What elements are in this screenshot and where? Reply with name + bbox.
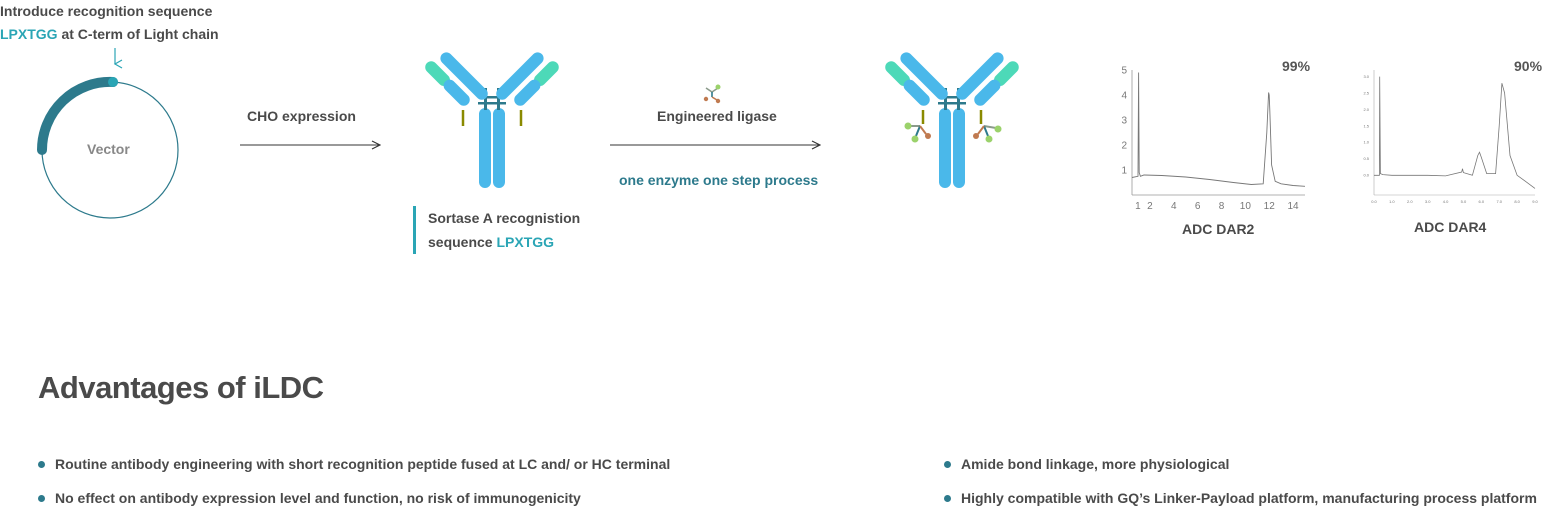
- x-tick-label: 0.0: [1371, 199, 1377, 204]
- x-tick-label: 1: [1135, 201, 1141, 212]
- x-tick-label: 9.0: [1532, 199, 1538, 204]
- payload-left-icon: [904, 122, 931, 143]
- y-tick-label: 3.0: [1363, 74, 1369, 79]
- y-tick-label: 2: [1121, 140, 1127, 151]
- chart-dar4: 0.0 1.0 2.0 3.0 4.0 5.0 6.0 7.0 8.0 9.0 0.0 0.5 1.0 1…: [1363, 70, 1539, 204]
- sortase-highlight: LPXTGG: [496, 234, 555, 250]
- bullet-dot-icon: [944, 460, 951, 468]
- chart-dar4-title: ADC DAR4: [1414, 219, 1487, 235]
- payload-right-icon: [973, 125, 1002, 143]
- ligase-icon: [703, 84, 721, 104]
- x-tick-label: 8: [1219, 201, 1225, 212]
- x-tick-label: 2.0: [1407, 199, 1413, 204]
- intro-highlight: LPXTGG: [0, 26, 58, 42]
- antibody-icon-1: [422, 49, 562, 188]
- x-tick-label: 8.0: [1514, 199, 1520, 204]
- advantage-item-2: No effect on antibody expression level a…: [38, 490, 581, 506]
- bullet-dot-icon: [38, 460, 45, 468]
- chart-dar2-title: ADC DAR2: [1182, 221, 1255, 237]
- chart-dar4-series-line: [1374, 76, 1536, 189]
- advantage-text-2: No effect on antibody expression level a…: [55, 490, 581, 506]
- one-step-process-label: one enzyme one step process: [619, 172, 819, 188]
- y-tick-label: 0.5: [1363, 156, 1369, 161]
- vector-insert-dot: [108, 77, 118, 87]
- x-tick-label: 7.0: [1496, 199, 1502, 204]
- y-tick-label: 1: [1121, 165, 1127, 176]
- x-tick-label: 12: [1264, 201, 1276, 212]
- x-tick-label: 2: [1147, 201, 1153, 212]
- y-tick-label: 2.5: [1363, 90, 1369, 95]
- x-tick-label: 3.0: [1425, 199, 1431, 204]
- y-tick-label: 5: [1121, 65, 1127, 76]
- x-tick-label: 5.0: [1461, 199, 1467, 204]
- sortase-text: Sortase A recognistion sequence LPXTGG: [413, 206, 580, 254]
- cho-expression-label: CHO expression: [247, 108, 356, 124]
- y-tick-label: 2.0: [1363, 107, 1369, 112]
- bullet-dot-icon: [944, 494, 951, 502]
- x-tick-label: 1.0: [1389, 199, 1395, 204]
- intro-line2: LPXTGG at C-term of Light chain: [0, 23, 219, 46]
- y-tick-label: 4: [1121, 90, 1127, 101]
- x-tick-label: 10: [1240, 201, 1252, 212]
- vector-insert-arc: [36, 76, 118, 155]
- advantage-item-4: Highly compatible with GQ’s Linker-Paylo…: [944, 490, 1537, 506]
- y-tick-label: 0.0: [1363, 173, 1369, 178]
- intro-text: Introduce recognition sequence LPXTGG at…: [0, 0, 219, 46]
- y-tick-label: 1.0: [1363, 140, 1369, 145]
- x-tick-label: 6: [1195, 201, 1201, 212]
- advantage-text-4: Highly compatible with GQ’s Linker-Paylo…: [961, 490, 1537, 506]
- x-tick-label: 14: [1288, 201, 1300, 212]
- intro-line2-rest: at C-term of Light chain: [57, 26, 219, 42]
- chart-dar2-series-line: [1131, 72, 1306, 187]
- x-tick-label: 6.0: [1479, 199, 1485, 204]
- advantage-text-1: Routine antibody engineering with short …: [55, 456, 671, 472]
- y-tick-label: 1.5: [1363, 123, 1369, 128]
- advantage-text-3: Amide bond linkage, more physiological: [961, 456, 1230, 472]
- chart-dar4-annotation: 90%: [1514, 58, 1543, 74]
- sortase-line2-prefix: sequence: [428, 234, 497, 250]
- advantage-item-3: Amide bond linkage, more physiological: [944, 456, 1229, 472]
- bullet-dot-icon: [38, 494, 45, 502]
- vector-label: Vector: [87, 141, 130, 157]
- x-tick-label: 4: [1171, 201, 1177, 212]
- advantage-item-1: Routine antibody engineering with short …: [38, 456, 670, 472]
- antibody-icon-2: [882, 49, 1022, 188]
- engineered-ligase-label: Engineered ligase: [657, 108, 777, 124]
- sortase-line1: Sortase A recognistion: [428, 210, 581, 226]
- chart-dar2-annotation: 99%: [1282, 58, 1311, 74]
- advantages-title: Advantages of iLDC: [38, 370, 324, 405]
- y-tick-label: 3: [1121, 115, 1127, 126]
- x-tick-label: 4.0: [1443, 199, 1449, 204]
- intro-line1: Introduce recognition sequence: [0, 3, 213, 19]
- sortase-line2: sequence LPXTGG: [428, 230, 580, 254]
